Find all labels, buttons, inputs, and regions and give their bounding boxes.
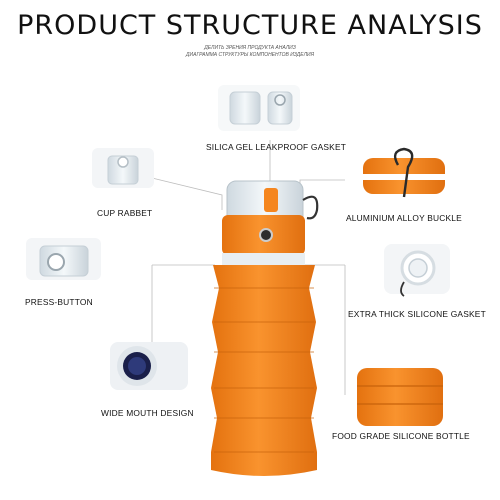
page-title: PRODUCT STRUCTURE ANALYSIS xyxy=(17,10,483,41)
label-silica-gel-gasket: SILICA GEL LEAKPROOF GASKET xyxy=(206,142,347,152)
label-thick-silicone-gasket: EXTRA THICK SILICONE GASKET xyxy=(348,309,486,319)
label-food-grade-bottle: FOOD GRADE SILICONE BOTTLE xyxy=(332,431,470,441)
cup-rabbet-detail-image xyxy=(92,148,154,188)
press-button-detail-image xyxy=(26,238,101,280)
subtitle-line: ДИАГРАММА СТРУКТУРЫ КОМПОНЕНТОВ ИЗДЕЛИЯ xyxy=(186,52,314,58)
gasket-detail-image xyxy=(218,85,300,131)
buckle-detail-image xyxy=(363,147,445,198)
subtitle-line: ДЕЛИТЬ ЗРЕНИЯ ПРОДУКТА АНАЛИЗ xyxy=(204,45,296,51)
label-wide-mouth: WIDE MOUTH DESIGN xyxy=(101,408,194,418)
thick-gasket-detail-image xyxy=(384,244,450,297)
bottle-image xyxy=(211,180,319,476)
label-aluminium-buckle: ALUMINIUM ALLOY BUCKLE xyxy=(346,213,462,223)
wide-mouth-detail-image xyxy=(110,342,188,390)
label-cup-rabbet: CUP RABBET xyxy=(97,208,153,218)
label-press-button: PRESS-BUTTON xyxy=(25,297,93,307)
silicone-bottle-detail-image xyxy=(357,368,443,426)
